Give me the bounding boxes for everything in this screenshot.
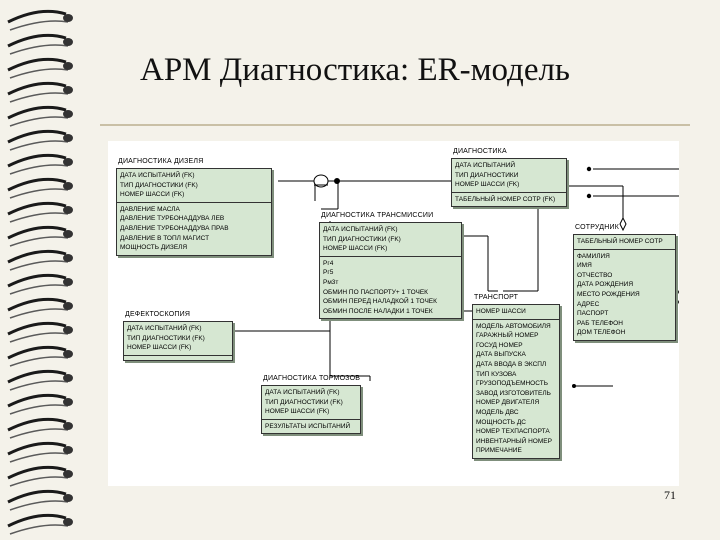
key-attribute: НОМЕР ШАССИ (FK) xyxy=(265,408,330,416)
spiral-binding xyxy=(6,9,75,536)
attribute: ОБМИН ПОСЛЕ НАЛАДКИ 1 ТОЧЕК xyxy=(323,307,433,315)
key-attribute: НОМЕР ШАССИ (FK) xyxy=(127,344,192,352)
attribute: ДАВЛЕНИЕ ТУРБОНАДДУВА ЛЕВ xyxy=(120,215,225,223)
key-attribute: ТИП ДИАГНОСТИКИ (FK) xyxy=(265,398,343,406)
attribute: ДАТА РОЖДЕНИЯ xyxy=(577,281,634,289)
er-diagram: ДИАГНОСТИКА ДИЗЕЛЯ ДАТА ИСПЫТАНИЙ (FK) ТИ… xyxy=(108,141,679,486)
attribute: МОЩНОСТЬ ДИЗЕЛЯ xyxy=(120,244,188,252)
key-attribute: ТИП ДИАГНОСТИКИ (FK) xyxy=(120,181,198,189)
primary-key-section: ДАТА ИСПЫТАНИЙ (FK) ТИП ДИАГНОСТИКИ (FK) Н… xyxy=(117,169,271,203)
key-attribute: ДАТА ИСПЫТАНИЙ (FK) xyxy=(323,226,398,233)
attribute: ОБМИН ПЕРЕД НАЛАДКОЙ 1 ТОЧЕК xyxy=(323,298,437,306)
entity-name: СОТРУДНИК xyxy=(575,224,619,231)
attribute: ГОСУД НОМЕР xyxy=(476,341,523,349)
primary-key-section: НОМЕР ШАССИ xyxy=(473,305,559,320)
key-attribute: ДАТА ИСПЫТАНИЙ xyxy=(455,162,516,169)
key-attribute: ДАТА ИСПЫТАНИЙ (FK) xyxy=(265,389,340,396)
key-attribute: НОМЕР ШАССИ xyxy=(476,308,526,315)
entity-brake-diagnostics[interactable]: ДИАГНОСТИКА ТОРМОЗОВ ДАТА ИСПЫТАНИЙ (FK)… xyxy=(261,375,361,435)
entity-employee[interactable]: СОТРУДНИК ТАБЕЛЬНЫЙ НОМЕР СОТР ФАМИЛИЯ ИМ… xyxy=(573,224,676,341)
entity-name: ДИАГНОСТИКА ДИЗЕЛЯ xyxy=(118,158,204,165)
key-attribute: НОМЕР ШАССИ (FK) xyxy=(120,191,185,199)
entity-name: ДИАГНОСТИКА ТРАНСМИССИИ xyxy=(321,212,434,219)
attribute: Рм3т xyxy=(323,278,339,286)
attribute: ГАРАЖНЫЙ НОМЕР xyxy=(476,332,539,340)
attribute-section xyxy=(124,356,232,360)
attribute: АДРЕС xyxy=(577,300,600,308)
attribute: ДОМ ТЕЛЕФОН xyxy=(577,329,626,337)
attribute: ФАМИЛИЯ xyxy=(577,252,610,260)
attribute: ИНВЕНТАРНЫЙ НОМЕР xyxy=(476,437,552,445)
attribute: ДАВЛЕНИЕ МАСЛА xyxy=(120,205,180,213)
primary-key-section: ДАТА ИСПЫТАНИЙ (FK) ТИП ДИАГНОСТИКИ (FK) Н… xyxy=(262,386,360,420)
primary-key-section: ТАБЕЛЬНЫЙ НОМЕР СОТР xyxy=(574,235,675,250)
entity-name: ДЕФЕКТОСКОПИЯ xyxy=(125,311,191,318)
attribute: ДАВЛЕНИЕ ТУРБОНАДДУВА ПРАВ xyxy=(120,224,229,232)
key-attribute: ТИП ДИАГНОСТИКИ (FK) xyxy=(127,334,205,342)
attribute: РЕЗУЛЬТАТЫ ИСПЫТАНИЙ xyxy=(265,422,351,430)
key-attribute: ТИП ДИАГНОСТИКИ xyxy=(455,171,519,179)
attribute: ПРИМЕЧАНИЕ xyxy=(476,447,522,455)
primary-key-section: ДАТА ИСПЫТАНИЙ (FK) ТИП ДИАГНОСТИКИ (FK) Н… xyxy=(320,223,461,257)
attribute: ДАТА ВВОДА В ЭКСПЛ xyxy=(476,360,547,368)
attribute-section: ТАБЕЛЬНЫЙ НОМЕР СОТР (FK) xyxy=(452,193,566,207)
page-number: 71 xyxy=(664,488,676,502)
entity-name: ДИАГНОСТИКА ТОРМОЗОВ xyxy=(263,375,361,382)
entity-diagnostics[interactable]: ДИАГНОСТИКА ДАТА ИСПЫТАНИЙ ТИП ДИАГНОСТИК… xyxy=(451,148,567,208)
slide-title: АРМ Диагностика: ER-модель xyxy=(140,52,570,88)
entity-name: ДИАГНОСТИКА xyxy=(453,148,507,155)
primary-key-section: ДАТА ИСПЫТАНИЙ (FK) ТИП ДИАГНОСТИКИ (FK) Н… xyxy=(124,322,232,356)
title-divider xyxy=(100,124,690,126)
attribute: МОДЕЛЬ ДВС xyxy=(476,408,519,416)
attribute: ТАБЕЛЬНЫЙ НОМЕР СОТР (FK) xyxy=(455,195,556,203)
attribute: РАБ ТЕЛЕФОН xyxy=(577,319,623,327)
attribute: Рг5 xyxy=(323,269,334,277)
attribute: Рг4 xyxy=(323,259,334,267)
attribute: НОМЕР ДВИГАТЕЛЯ xyxy=(476,399,540,407)
attribute: ТИП КУЗОВА xyxy=(476,370,517,378)
attribute: ГРУЗОПОДЪЕМНОСТЬ xyxy=(476,380,548,388)
key-attribute: ДАТА ИСПЫТАНИЙ (FK) xyxy=(120,172,195,179)
attribute: НОМЕР ТЕХПАСПОРТА xyxy=(476,428,550,436)
primary-key-section: ДАТА ИСПЫТАНИЙ ТИП ДИАГНОСТИКИ НОМЕР ШАССИ… xyxy=(452,159,566,193)
attribute: МОЩНОСТЬ ДС xyxy=(476,418,526,426)
entity-name: ТРАНСПОРТ xyxy=(474,294,519,301)
attribute: ИМЯ xyxy=(577,262,592,270)
key-attribute: НОМЕР ШАССИ (FK) xyxy=(323,245,388,253)
attribute: ПАСПОРТ xyxy=(577,310,609,318)
entity-defectoscopy[interactable]: ДЕФЕКТОСКОПИЯ ДАТА ИСПЫТАНИЙ (FK) ТИП ДИА… xyxy=(123,311,233,361)
attribute: ЗАВОД ИЗГОТОВИТЕЛЬ xyxy=(476,389,551,397)
entity-transport[interactable]: ТРАНСПОРТ НОМЕР ШАССИ МОДЕЛЬ АВТОМОБИЛЯ Г… xyxy=(472,294,560,459)
attribute: ОТЧЕСТВО xyxy=(577,271,613,279)
key-attribute: ТИП ДИАГНОСТИКИ (FK) xyxy=(323,235,401,243)
entity-transmission-diagnostics[interactable]: ДИАГНОСТИКА ТРАНСМИССИИ ДАТА ИСПЫТАНИЙ (… xyxy=(319,212,462,320)
entity-diesel-diagnostics[interactable]: ДИАГНОСТИКА ДИЗЕЛЯ ДАТА ИСПЫТАНИЙ (FK) ТИ… xyxy=(116,158,272,256)
attribute: ДАВЛЕНИЕ В ТОПЛ МАГИСТ xyxy=(120,234,210,242)
attribute: ДАТА ВЫПУСКА xyxy=(476,351,526,359)
attribute-section: РЕЗУЛЬТАТЫ ИСПЫТАНИЙ xyxy=(262,420,360,434)
key-attribute: НОМЕР ШАССИ (FK) xyxy=(455,181,520,189)
attribute: МЕСТО РОЖДЕНИЯ xyxy=(577,290,640,298)
attribute: МОДЕЛЬ АВТОМОБИЛЯ xyxy=(476,322,551,330)
attribute: ОБМИН ПО ПАСПОРТУ+ 1 ТОЧЕК xyxy=(323,288,428,296)
key-attribute: ТАБЕЛЬНЫЙ НОМЕР СОТР xyxy=(577,238,663,245)
key-attribute: ДАТА ИСПЫТАНИЙ (FK) xyxy=(127,325,202,332)
